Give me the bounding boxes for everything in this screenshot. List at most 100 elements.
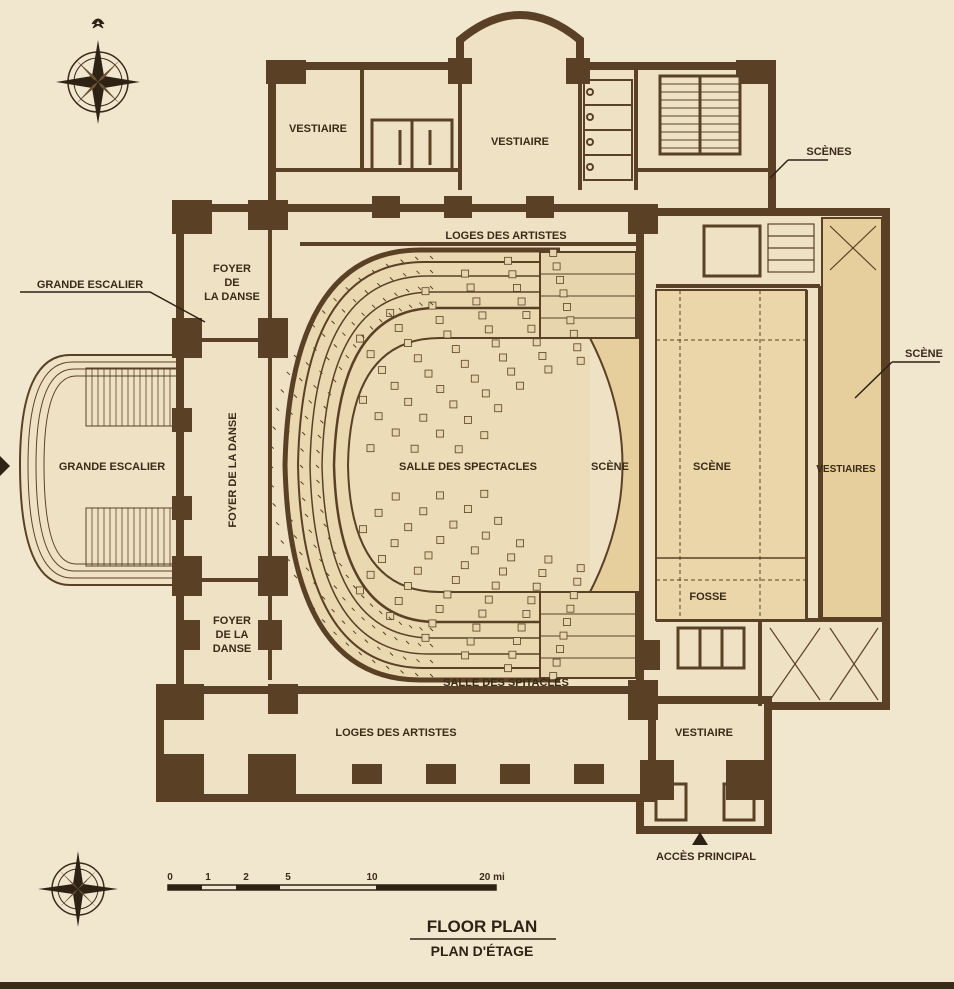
compass-rose-top-icon: [56, 18, 140, 124]
balcony-seat: [369, 326, 374, 330]
seat: [569, 591, 578, 600]
balcony-seat: [275, 407, 280, 412]
balcony-seat: [429, 269, 434, 274]
balcony-seat: [371, 659, 376, 664]
balcony-seat: [429, 301, 434, 306]
balcony-seat: [300, 481, 304, 485]
balcony-seat: [351, 607, 356, 612]
seat: [470, 374, 479, 383]
top-wing-small-rooms: [370, 118, 454, 172]
balcony-seat: [293, 535, 298, 539]
balcony-seat: [280, 389, 285, 393]
seat: [436, 385, 445, 393]
seat: [454, 445, 463, 454]
balcony-seat: [317, 434, 322, 439]
seat: [443, 330, 452, 339]
seat: [435, 605, 444, 613]
seat: [484, 595, 493, 604]
balcony-seat: [405, 640, 410, 645]
balcony-seat: [385, 263, 390, 268]
balcony-seat: [315, 464, 320, 469]
scale-tick-2: 2: [243, 872, 249, 883]
seat: [436, 491, 444, 500]
seat: [499, 353, 508, 362]
main-entrance-arrow-icon: [692, 832, 708, 845]
seat: [391, 492, 400, 501]
label-grande-escalier-main: GRANDE ESCALIER: [59, 461, 165, 473]
label-fosse: FOSSE: [689, 591, 726, 603]
label-foyer-bottom-2: DE LA: [216, 629, 249, 641]
balcony-seat: [308, 399, 313, 404]
balcony-seat: [316, 479, 320, 484]
seat: [451, 345, 460, 354]
seat: [559, 289, 568, 298]
seat: [517, 623, 526, 632]
balcony-seat: [408, 304, 413, 309]
service-stair-top: [658, 74, 742, 156]
seat: [460, 561, 469, 570]
page-subtitle: PLAN D'ÉTAGE: [431, 943, 534, 959]
balcony-seat: [311, 605, 316, 610]
balcony-seat: [301, 431, 306, 436]
seat: [513, 637, 521, 645]
balcony-seat: [338, 562, 343, 567]
balcony-seat: [388, 312, 393, 317]
seat: [516, 381, 524, 390]
balcony-seat: [321, 310, 326, 314]
seat: [513, 283, 521, 292]
seat: [507, 553, 516, 562]
balcony-seat: [304, 415, 309, 420]
balcony-seat: [388, 616, 393, 621]
seat: [410, 444, 419, 453]
balcony-seat: [272, 426, 277, 430]
label-acces-principal: ACCÈS PRINCIPAL: [656, 850, 756, 863]
seat: [403, 339, 412, 348]
label-grande-escalier-callout: GRANDE ESCALIER: [37, 279, 143, 291]
entry-vestibule: [654, 782, 756, 822]
balcony-seat: [325, 356, 330, 361]
balcony-seat: [414, 672, 419, 677]
balcony-seat: [321, 596, 326, 600]
seat: [522, 311, 531, 320]
seat: [359, 395, 368, 404]
scale-tick-0: 0: [167, 872, 173, 883]
balcony-seat: [332, 378, 337, 383]
balcony-seat: [269, 464, 274, 469]
balcony-seat: [371, 624, 376, 629]
balcony-seat: [289, 411, 293, 415]
seat: [507, 367, 516, 376]
balcony-seat: [345, 642, 350, 647]
restroom-stalls: [583, 79, 633, 181]
balcony-seat: [320, 509, 324, 513]
seat: [484, 325, 493, 334]
balcony-seat: [400, 259, 404, 263]
seat: [504, 256, 512, 265]
seat: [386, 612, 395, 620]
balcony-seat: [272, 503, 277, 507]
seat: [359, 525, 368, 534]
seat: [552, 262, 561, 271]
balcony-seat: [352, 298, 357, 303]
seat: [552, 658, 561, 667]
balcony-seat: [429, 255, 434, 260]
balcony-seat: [298, 377, 303, 382]
balcony-seat: [308, 529, 313, 534]
balcony-seat: [361, 312, 365, 317]
seat: [573, 343, 582, 352]
label-salle: SALLE DES SPECTACLES: [399, 461, 537, 473]
seat: [461, 651, 470, 660]
balcony-seat: [286, 557, 291, 562]
balcony-seat: [333, 297, 337, 302]
balcony-seat: [313, 544, 317, 549]
balcony-seat: [301, 497, 306, 502]
seat: [463, 505, 472, 514]
balcony-seat: [305, 567, 310, 572]
balcony-seat: [319, 558, 323, 563]
balcony-seat: [321, 333, 326, 337]
balcony-seat: [402, 656, 407, 661]
entry-arrow-left-icon: [0, 456, 10, 476]
seat: [563, 302, 571, 311]
balcony-seat: [319, 370, 323, 375]
seat: [556, 645, 564, 653]
